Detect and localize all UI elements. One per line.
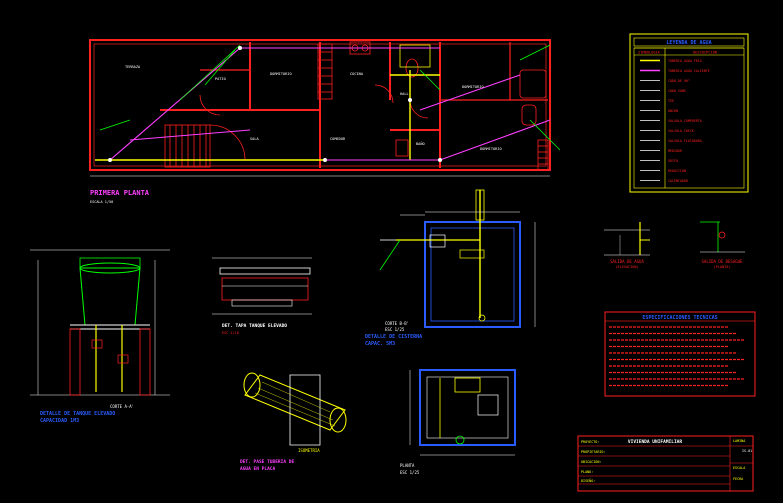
plan-detail-scale: ESC 1/25	[400, 470, 420, 475]
legend-row-label: REDUCCION	[668, 169, 686, 173]
plan-detail-label: PLANTA	[400, 463, 415, 468]
cistern-title: DETALLE DE CISTERNA	[365, 334, 422, 340]
drain-outlet-title: SALIDA DE DESAGUE	[702, 259, 744, 264]
pipe-title-2: AGUA EN PLACA	[240, 466, 276, 472]
sheet-number: IS-01	[742, 449, 752, 453]
legend-row-label: TUBERIA AGUA FRIA	[668, 59, 702, 63]
scale-label: ESCALA	[733, 466, 745, 470]
specs-title: ESPECIFICACIONES TECNICAS	[642, 315, 717, 321]
room-label: PATIO	[215, 77, 226, 81]
floor-plan	[89, 39, 561, 177]
plan-scale: ESCALA 1/50	[90, 200, 113, 204]
room-label: TERRAZA	[125, 65, 141, 69]
titleblock-label: PROPIETARIO:	[581, 450, 606, 454]
legend-title: LEYENDA DE AGUA	[666, 40, 711, 46]
cistern-scale: ESC 1/25	[385, 327, 405, 332]
room-label: DORMITORIO	[480, 147, 502, 151]
room-label: SALA	[250, 137, 259, 141]
pipe-isometric-detail	[243, 372, 347, 446]
tank-lid-detail	[212, 257, 312, 315]
pipe-title: DET. PASE TUBERIA DE	[240, 459, 294, 465]
plan-title: PRIMERA PLANTA	[90, 189, 150, 197]
water-outlet-title: SALIDA DE AGUA	[610, 259, 644, 264]
tank-cut: CORTE A-A'	[110, 404, 134, 409]
titleblock-label: DISEÑO:	[581, 478, 595, 483]
legend-row-label: CALENTADOR	[668, 179, 688, 183]
room-label: COCINA	[350, 72, 364, 76]
legend-row-label: CODO SUBE	[668, 89, 686, 93]
drain-outlet-sub: (PLANTA)	[714, 265, 731, 269]
title-block	[577, 435, 754, 492]
legend-row-label: CODO DE 90°	[668, 79, 690, 83]
cistern-detail	[379, 189, 536, 328]
room-label: HALL	[400, 92, 409, 96]
room-label: BAÑO	[416, 141, 425, 146]
tank-title: DETALLE DE TANQUE ELEVADO	[40, 411, 115, 417]
date-label: FECHA	[733, 477, 743, 481]
titleblock-label: PLANO:	[581, 470, 593, 474]
legend-row-label: TEE	[668, 99, 674, 103]
cistern-plan-detail	[409, 369, 516, 456]
titleblock-label: UBICACION:	[581, 460, 601, 464]
room-label: DORMITORIO	[270, 72, 292, 76]
legend-row-label: GRIFO	[668, 159, 678, 163]
legend-row-label: VALVULA FLOTADORA	[668, 139, 702, 143]
legend-col-description: DESCRIPCION	[693, 51, 717, 55]
specs-box	[604, 311, 756, 397]
legend-row-label: VALVULA COMPUERTA	[668, 119, 702, 123]
outlet-details	[604, 221, 745, 256]
lid-scale: ESC 1/10	[222, 331, 239, 335]
pipe-isometric-label: ISOMETRIA	[298, 448, 320, 453]
spec-lines	[609, 326, 745, 387]
elevated-tank-detail	[30, 249, 170, 396]
legend-row-label: TUBERIA AGUA CALIENTE	[668, 69, 710, 73]
legend-rows: TUBERIA AGUA FRIA TUBERIA AGUA CALIENTE CO…	[640, 59, 710, 183]
water-outlet-sub: (ELEVACION)	[615, 265, 638, 269]
tank-capacity: CAPACIDAD 1M3	[40, 418, 79, 424]
titleblock-label: PROYECTO:	[581, 440, 599, 444]
legend-box	[629, 33, 749, 193]
project-name: VIVIENDA UNIFAMILIAR	[628, 439, 682, 445]
sheet-label: LAMINA	[733, 439, 745, 443]
cistern-capacity: CAPAC. 5M3	[365, 341, 395, 347]
legend-row-label: VALVULA CHECK	[668, 129, 694, 133]
lid-title: DET. TAPA TANQUE ELEVADO	[222, 323, 287, 329]
legend-row-label: UNION	[668, 109, 678, 113]
legend-row-label: MEDIDOR	[668, 149, 682, 153]
room-label: COMEDOR	[330, 137, 346, 141]
cistern-cut: CORTE B-B'	[385, 321, 409, 326]
legend-col-symbol: SIMBOLOGIA	[638, 51, 660, 55]
room-label: DORMITORIO	[462, 85, 484, 89]
